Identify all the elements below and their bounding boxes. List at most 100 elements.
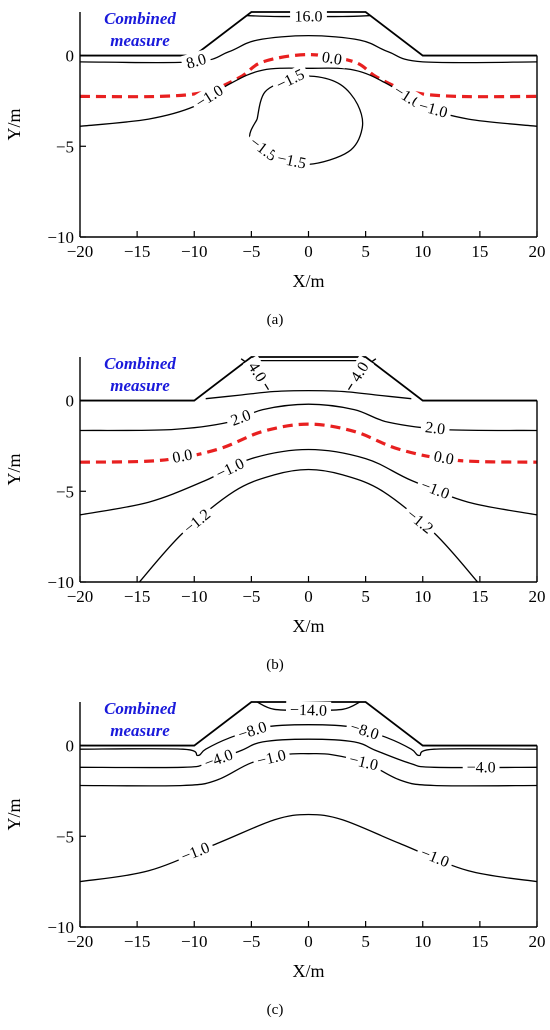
x-tick-label-0: −20: [67, 587, 94, 606]
x-tick-label-7: 15: [471, 932, 488, 951]
y-tick-label-2: −10: [47, 228, 74, 247]
plot-area: [80, 702, 537, 883]
contour-label-extra-bg-2: [272, 148, 312, 173]
contour-label-group-2: 0.0: [316, 47, 348, 69]
x-tick-label-4: 0: [304, 587, 313, 606]
contour-label-extra-bg-1: [413, 95, 454, 122]
contour-label-extra-group-2: −4.0: [462, 758, 500, 776]
x-tick-label-1: −15: [124, 242, 151, 261]
x-tick-label-2: −10: [181, 242, 208, 261]
contour-label-group-4: 2.0: [224, 404, 257, 431]
y-tick-label-0: 0: [66, 392, 75, 411]
contour-label-extra-bg-1: [343, 749, 384, 775]
x-tick-label-5: 5: [361, 587, 370, 606]
x-tick-label-3: −5: [242, 587, 260, 606]
contour-label-bg-4: [174, 836, 216, 867]
contour-label-bg-4: [243, 130, 284, 167]
contour-label-group-0: 16.0: [290, 7, 327, 26]
contour-line-3: [205, 389, 412, 400]
contour-label-extra-bg-3: [269, 63, 311, 95]
contour-label-group-1: −8.0: [232, 716, 273, 744]
contour-label-extra-2: −4.0: [467, 759, 496, 776]
contour-line-4: [80, 813, 537, 883]
contour-line-2: [80, 738, 537, 769]
contour-label-extra-2: −1.5: [276, 150, 308, 173]
contour-label-bg-4: [224, 404, 257, 431]
y-axis-title: Y/m: [4, 453, 24, 485]
y-tick-label-1: −5: [56, 827, 74, 846]
contour-label-extra-group-2: −1.0: [415, 474, 456, 504]
contour-label-extra-bg-3: [414, 842, 456, 872]
contour-label-bg-2: [198, 744, 239, 773]
contour-label-1: −8.0: [236, 719, 269, 744]
contour-label-extra-bg-0: [344, 716, 385, 744]
contour-label-extra-1: 0.0: [432, 448, 455, 468]
contour-label-0: 16.0: [295, 9, 323, 26]
contour-label-bg-0: [285, 700, 332, 719]
contour-label-group-4: −1.0: [174, 836, 216, 867]
contour-label-group-0: −14.0: [285, 700, 332, 720]
y-axis-title: Y/m: [4, 798, 24, 830]
contour-label-extra-group-1: 0.0: [428, 446, 460, 469]
contour-label-extra-2: −1.0: [418, 477, 451, 503]
contour-label-1: 8.0: [184, 51, 208, 73]
contour-chart-c: −14.0−8.0−4.0−1.0−1.0−8.0−1.0−4.0−1.0−20…: [4, 699, 546, 981]
annotation-line-0: Combined: [104, 354, 176, 373]
x-tick-label-6: 10: [414, 932, 431, 951]
contour-label-extra-group-3: −1.0: [414, 842, 456, 872]
x-tick-label-7: 15: [471, 242, 488, 261]
x-tick-label-1: −15: [124, 932, 151, 951]
y-tick-label-0: 0: [66, 47, 75, 66]
contour-label-extra-3: −1.0: [418, 845, 451, 872]
caption-b: (b): [266, 657, 284, 673]
contour-label-extra-0: −8.0: [348, 719, 381, 744]
contour-line-3: [80, 752, 537, 787]
contour-label-4: 2.0: [229, 407, 254, 430]
contour-label-bg-5: [166, 444, 198, 467]
y-tick-label-0: 0: [66, 737, 75, 756]
contour-label-group-2: −4.0: [198, 744, 239, 773]
x-tick-label-4: 0: [304, 932, 313, 951]
x-tick-label-8: 20: [529, 587, 546, 606]
x-tick-label-8: 20: [529, 932, 546, 951]
y-tick-label-2: −10: [47, 918, 74, 937]
caption-a: (a): [266, 312, 284, 328]
x-tick-label-6: 10: [414, 242, 431, 261]
contour-label-bg-1: [232, 716, 273, 744]
contour-label-bg-3: [251, 744, 292, 771]
contour-label-4: −1.0: [179, 839, 212, 866]
annotation-line-1: measure: [110, 31, 170, 50]
x-axis-title: X/m: [292, 961, 324, 981]
contour-label-3: −1.0: [256, 747, 288, 770]
contour-label-extra-1: −1.0: [417, 98, 450, 122]
contour-label-bg-0: [290, 7, 327, 25]
contour-label-extra-group-1: −1.0: [343, 749, 384, 775]
x-tick-label-6: 10: [414, 587, 431, 606]
contour-label-extra-group-1: −1.0: [413, 95, 454, 122]
contour-label-extra-group-0: 2.0: [420, 417, 451, 438]
contour-label-bg-2: [316, 47, 348, 69]
contour-label-bg-7: [177, 502, 217, 540]
contour-label-extra-bg-1: [428, 446, 460, 469]
contour-line-6: [80, 448, 537, 516]
contour-label-extra-group-0: −8.0: [344, 716, 385, 744]
contour-label-bg-0: [242, 355, 273, 389]
contour-label-bg-1: [179, 48, 213, 73]
x-tick-label-2: −10: [181, 587, 208, 606]
caption-c: (c): [266, 1002, 284, 1018]
contour-label-group-3: −1.0: [251, 744, 292, 771]
contour-label-extra-0: 2.0: [424, 419, 446, 438]
x-tick-label-7: 15: [471, 587, 488, 606]
contour-label-bg-6: [209, 452, 251, 484]
x-axis-title: X/m: [292, 616, 324, 636]
y-axis-title: Y/m: [4, 108, 24, 140]
y-tick-label-1: −5: [56, 482, 74, 501]
contour-label-group-6: −1.0: [209, 452, 251, 484]
contour-label-group-1: 8.0: [179, 48, 213, 73]
x-tick-label-1: −15: [124, 587, 151, 606]
y-tick-label-1: −5: [56, 137, 74, 156]
contour-label-2: 0.0: [321, 49, 343, 69]
